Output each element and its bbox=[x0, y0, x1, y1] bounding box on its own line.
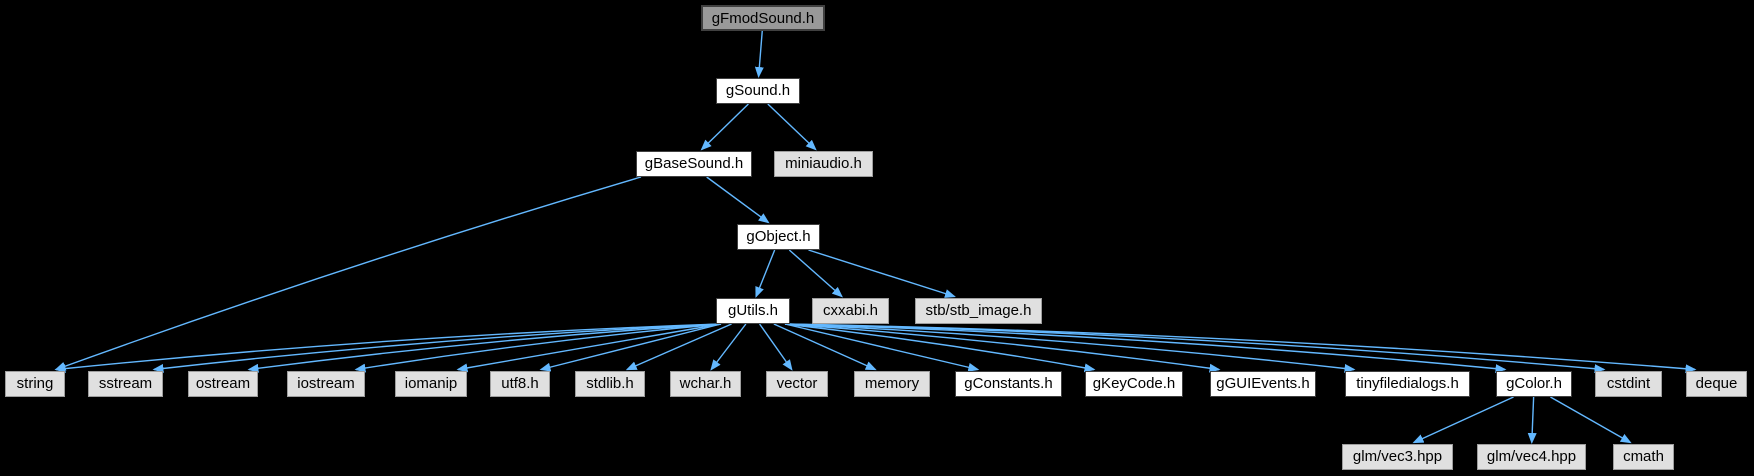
edge-gsound-to-miniaudio bbox=[767, 103, 817, 151]
edge-gutils-to-gcolor bbox=[784, 323, 1507, 374]
node-label: gBaseSound.h bbox=[644, 155, 744, 172]
edge-gutils-to-tinyfiledialogs bbox=[784, 323, 1356, 373]
node-cstdint: cstdint bbox=[1595, 371, 1662, 397]
edge-gutils-to-sstream bbox=[152, 323, 722, 373]
node-gfmodsound: gFmodSound.h bbox=[701, 5, 825, 31]
node-label: cxxabi.h bbox=[822, 302, 879, 319]
node-cmath: cmath bbox=[1613, 444, 1674, 470]
edge-gobject-to-cxxabi bbox=[788, 249, 843, 298]
node-label: gUtils.h bbox=[727, 302, 779, 319]
edge-gutils-to-gconstants bbox=[784, 323, 980, 372]
node-utf8: utf8.h bbox=[490, 371, 550, 397]
edge-gutils-to-string bbox=[54, 323, 722, 374]
edge-gutils-to-iostream bbox=[354, 323, 722, 373]
node-label: iostream bbox=[297, 375, 355, 392]
node-label: gFmodSound.h bbox=[711, 10, 815, 27]
node-glm_vec3: glm/vec3.hpp bbox=[1342, 444, 1453, 470]
edge-gbasesound-to-gobject bbox=[706, 176, 770, 224]
edge-gbasesound-to-string bbox=[54, 176, 642, 371]
edge-gutils-to-vector bbox=[759, 323, 793, 371]
node-label: gObject.h bbox=[746, 228, 811, 245]
edge-gfmodsound-to-gsound bbox=[754, 30, 764, 78]
node-gcolor[interactable]: gColor.h bbox=[1496, 371, 1572, 397]
edge-gobject-to-stb_image bbox=[808, 249, 956, 298]
node-iomanip: iomanip bbox=[395, 371, 467, 397]
node-label: cstdint bbox=[1606, 375, 1651, 392]
node-label: tinyfiledialogs.h bbox=[1356, 375, 1459, 392]
edge-gcolor-to-glm_vec4 bbox=[1527, 396, 1537, 444]
node-gguievents[interactable]: gGUIEvents.h bbox=[1210, 371, 1316, 397]
node-label: utf8.h bbox=[501, 375, 539, 392]
node-label: gSound.h bbox=[725, 82, 791, 99]
edge-gutils-to-deque bbox=[784, 323, 1697, 374]
node-gobject[interactable]: gObject.h bbox=[737, 224, 820, 250]
edge-gobject-to-gutils bbox=[755, 249, 776, 298]
edge-gutils-to-memory bbox=[773, 323, 877, 371]
node-label: glm/vec4.hpp bbox=[1486, 448, 1577, 465]
node-label: sstream bbox=[98, 375, 153, 392]
node-string: string bbox=[5, 371, 65, 397]
node-label: memory bbox=[864, 375, 920, 392]
node-iostream: iostream bbox=[287, 371, 365, 397]
node-sstream: sstream bbox=[88, 371, 163, 397]
node-label: cmath bbox=[1623, 448, 1664, 465]
node-label: iomanip bbox=[404, 375, 458, 392]
node-label: stb/stb_image.h bbox=[925, 302, 1032, 319]
node-label: vector bbox=[776, 375, 818, 392]
node-tinyfiledialogs[interactable]: tinyfiledialogs.h bbox=[1345, 371, 1470, 397]
node-label: stdlib.h bbox=[586, 375, 634, 392]
node-label: miniaudio.h bbox=[785, 155, 862, 172]
node-gconstants[interactable]: gConstants.h bbox=[955, 371, 1062, 397]
node-gkeycode[interactable]: gKeyCode.h bbox=[1085, 371, 1183, 397]
node-gsound[interactable]: gSound.h bbox=[716, 78, 800, 104]
node-stb_image: stb/stb_image.h bbox=[915, 298, 1042, 324]
node-label: gConstants.h bbox=[964, 375, 1053, 392]
node-label: gKeyCode.h bbox=[1092, 375, 1176, 392]
node-glm_vec4: glm/vec4.hpp bbox=[1477, 444, 1586, 470]
node-label: string bbox=[16, 375, 54, 392]
node-wchar: wchar.h bbox=[670, 371, 741, 397]
edge-gcolor-to-cmath bbox=[1550, 396, 1632, 444]
edge-gcolor-to-glm_vec3 bbox=[1412, 396, 1514, 444]
edge-gutils-to-iomanip bbox=[456, 323, 722, 373]
node-gbasesound[interactable]: gBaseSound.h bbox=[636, 151, 752, 177]
edge-gutils-to-gkeycode bbox=[784, 323, 1096, 373]
node-gutils[interactable]: gUtils.h bbox=[716, 298, 790, 324]
edge-gutils-to-stdlib bbox=[625, 323, 732, 371]
node-memory: memory bbox=[854, 371, 930, 397]
node-miniaudio: miniaudio.h bbox=[774, 151, 873, 177]
node-label: glm/vec3.hpp bbox=[1352, 448, 1443, 465]
edge-gsound-to-gbasesound bbox=[700, 103, 749, 151]
node-vector: vector bbox=[766, 371, 828, 397]
node-label: gColor.h bbox=[1506, 375, 1562, 392]
node-deque: deque bbox=[1686, 371, 1747, 397]
node-ostream: ostream bbox=[188, 371, 258, 397]
edge-gutils-to-gguievents bbox=[784, 323, 1221, 373]
edge-gutils-to-ostream bbox=[247, 323, 722, 373]
node-label: wchar.h bbox=[679, 375, 732, 392]
node-stdlib: stdlib.h bbox=[575, 371, 645, 397]
node-label: ostream bbox=[195, 375, 251, 392]
node-label: deque bbox=[1695, 375, 1738, 392]
edge-gutils-to-wchar bbox=[710, 323, 747, 371]
edge-gutils-to-utf8 bbox=[539, 323, 722, 372]
node-cxxabi: cxxabi.h bbox=[812, 298, 889, 324]
node-label: gGUIEvents.h bbox=[1216, 375, 1310, 392]
